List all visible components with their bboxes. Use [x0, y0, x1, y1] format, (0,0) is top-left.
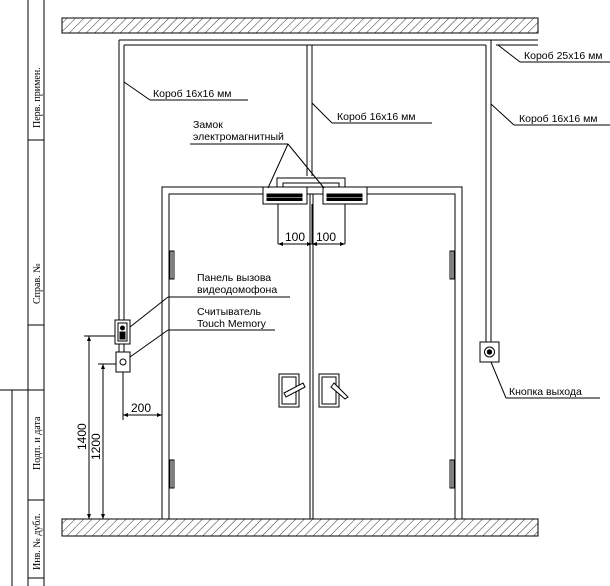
sidebar-cell-reference: Справ. № [32, 263, 43, 304]
label-lock-line2: электромагнитный [193, 131, 284, 143]
sidebar-stamp: Перв. примен. Справ. № Подп. и дата Инв.… [0, 0, 45, 586]
label-reader-line1: Считыватель [197, 306, 262, 318]
label-panel-line1: Панель вызова [197, 272, 271, 284]
label-exit-button: Кнопка выхода [509, 386, 582, 398]
leader-lines [123, 44, 610, 399]
floor [61, 518, 539, 537]
dim-panel-height: 1400 [75, 423, 89, 450]
door-handle-icon [318, 373, 349, 408]
electromagnetic-lock [262, 186, 368, 205]
cable-ducts [118, 39, 538, 352]
label-box-25: Короб 25х16 мм [524, 50, 603, 62]
dim-lock-left: 100 [285, 230, 305, 244]
sidebar-cell-dup-inv: Инв. № дубл. [32, 513, 43, 570]
dimension-arrows [87, 242, 345, 519]
label-box-16-right: Короб 16х16 мм [519, 113, 598, 125]
dim-reader-height: 1200 [89, 433, 103, 460]
double-door [161, 177, 463, 520]
label-box-16-left: Короб 16х16 мм [153, 88, 232, 100]
sidebar-cell-sign-date: Подп. и дата [32, 416, 43, 470]
ceiling [61, 17, 539, 34]
intercom-panel-icon [114, 319, 131, 345]
label-panel-line2: видеодомофона [197, 284, 277, 296]
label-reader-line2: Touch Memory [197, 318, 267, 330]
touch-memory-reader-icon [115, 351, 131, 373]
label-lock-line1: Замок [193, 119, 223, 131]
door-handle-icon [278, 373, 306, 408]
sidebar-cell-first-use: Перв. примен. [32, 67, 43, 128]
label-box-16-mid: Короб 16х16 мм [337, 111, 416, 123]
exit-button-icon [479, 341, 500, 363]
hinges [169, 250, 455, 489]
dim-lock-right: 100 [316, 230, 336, 244]
dim-reader-offset: 200 [131, 401, 151, 415]
